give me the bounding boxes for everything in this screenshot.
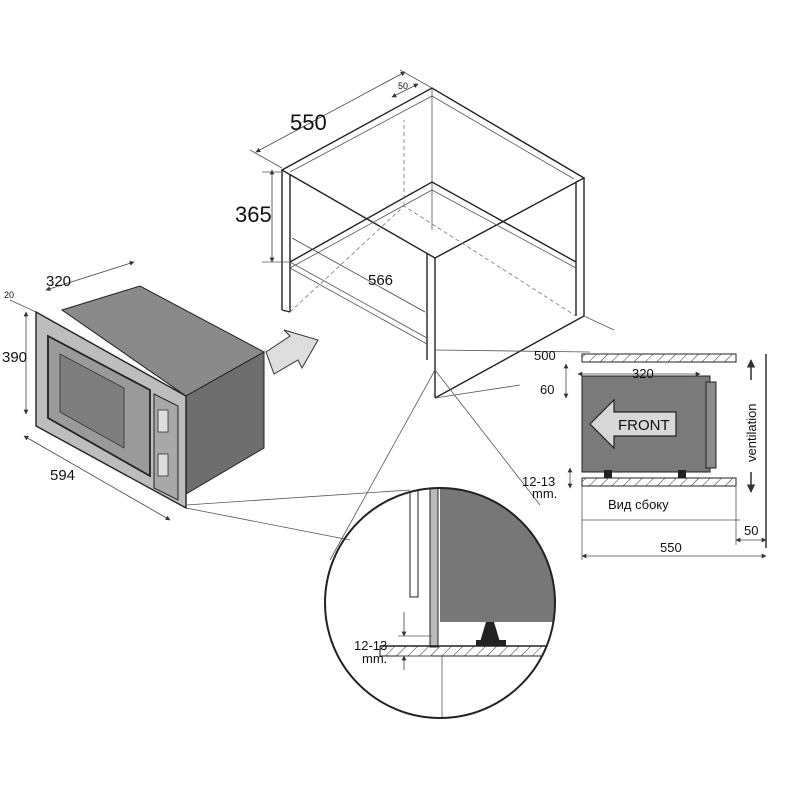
side-top-gap-label: 60 (540, 382, 554, 397)
detail-view (324, 487, 556, 719)
microwave-depth-label: 320 (46, 273, 71, 290)
microwave-height-label: 390 (2, 349, 27, 366)
cabinet-height-label: 365 (235, 202, 272, 227)
cabinet-drawing (249, 69, 615, 399)
side-depth-label: 500 (534, 348, 556, 363)
side-gap-label-line2: mm. (532, 486, 557, 501)
front-arrow-icon (589, 398, 677, 450)
detail-gap-label-line1: 12-13 (354, 638, 387, 653)
side-gap-label-line1: 12-13 (522, 474, 555, 489)
detail-gap-label-line2: mm. (362, 651, 387, 666)
detail-projection-lines (185, 369, 541, 561)
side-view-caption: Вид сбоку (608, 497, 669, 512)
side-view (563, 353, 767, 560)
side-inner-depth-label: 320 (632, 366, 654, 381)
microwave-width-label: 594 (50, 467, 75, 484)
microwave-frame-label: 20 (4, 290, 14, 300)
cabinet-top-depth-label: 50 (398, 81, 408, 91)
cabinet-width-label: 550 (290, 110, 327, 135)
side-total-depth-label: 550 (660, 540, 682, 555)
microwave-drawing (9, 261, 266, 521)
insert-arrow-icon (265, 329, 319, 375)
cabinet-inner-label: 566 (368, 272, 393, 289)
front-label: FRONT (618, 417, 670, 434)
ventilation-label: ventilation (744, 403, 759, 462)
side-rear-gap-label: 50 (744, 523, 758, 538)
